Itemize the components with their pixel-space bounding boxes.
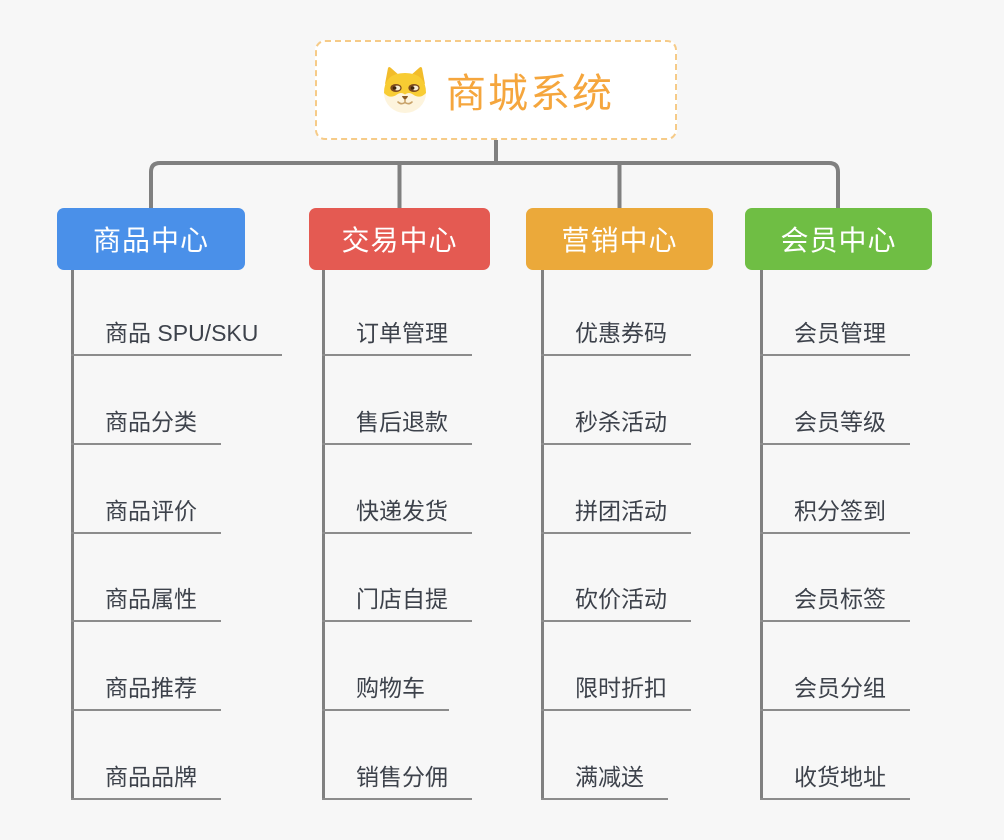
leaf-item[interactable]: 限时折扣 bbox=[541, 674, 691, 711]
leaf-item[interactable]: 会员分组 bbox=[760, 674, 910, 711]
leaf-item[interactable]: 会员等级 bbox=[760, 408, 910, 445]
leaf-item[interactable]: 订单管理 bbox=[322, 319, 472, 356]
leaf-item[interactable]: 商品评价 bbox=[71, 497, 221, 534]
root-title: 商城系统 bbox=[446, 72, 614, 116]
leaf-item[interactable]: 商品推荐 bbox=[71, 674, 221, 711]
branch-marketing-center[interactable]: 营销中心 bbox=[526, 208, 713, 270]
leaf-item[interactable]: 售后退款 bbox=[322, 408, 472, 445]
shiba-dog-icon bbox=[378, 66, 432, 114]
branch-trade-center[interactable]: 交易中心 bbox=[309, 208, 490, 270]
leaf-item[interactable]: 会员标签 bbox=[760, 585, 910, 622]
leaf-item[interactable]: 商品属性 bbox=[71, 585, 221, 622]
leaf-item[interactable]: 优惠券码 bbox=[541, 319, 691, 356]
leaf-item[interactable]: 会员管理 bbox=[760, 319, 910, 356]
leaf-item[interactable]: 拼团活动 bbox=[541, 497, 691, 534]
leaf-item[interactable]: 商品分类 bbox=[71, 408, 221, 445]
root-node[interactable]: 商城系统 bbox=[315, 40, 677, 140]
leaf-item[interactable]: 秒杀活动 bbox=[541, 408, 691, 445]
leaf-item[interactable]: 砍价活动 bbox=[541, 585, 691, 622]
leaf-item[interactable]: 商品 SPU/SKU bbox=[71, 319, 283, 356]
leaf-item[interactable]: 积分签到 bbox=[760, 497, 910, 534]
leaf-item[interactable]: 满减送 bbox=[541, 763, 668, 800]
leaf-item[interactable]: 商品品牌 bbox=[71, 763, 221, 800]
leaf-item[interactable]: 收货地址 bbox=[760, 763, 910, 800]
branch-product-center[interactable]: 商品中心 bbox=[57, 208, 245, 270]
leaf-item[interactable]: 购物车 bbox=[322, 674, 449, 711]
leaf-item[interactable]: 门店自提 bbox=[322, 585, 472, 622]
branch-member-center[interactable]: 会员中心 bbox=[745, 208, 932, 270]
leaf-item[interactable]: 快递发货 bbox=[322, 497, 472, 534]
leaf-item[interactable]: 销售分佣 bbox=[322, 763, 472, 800]
